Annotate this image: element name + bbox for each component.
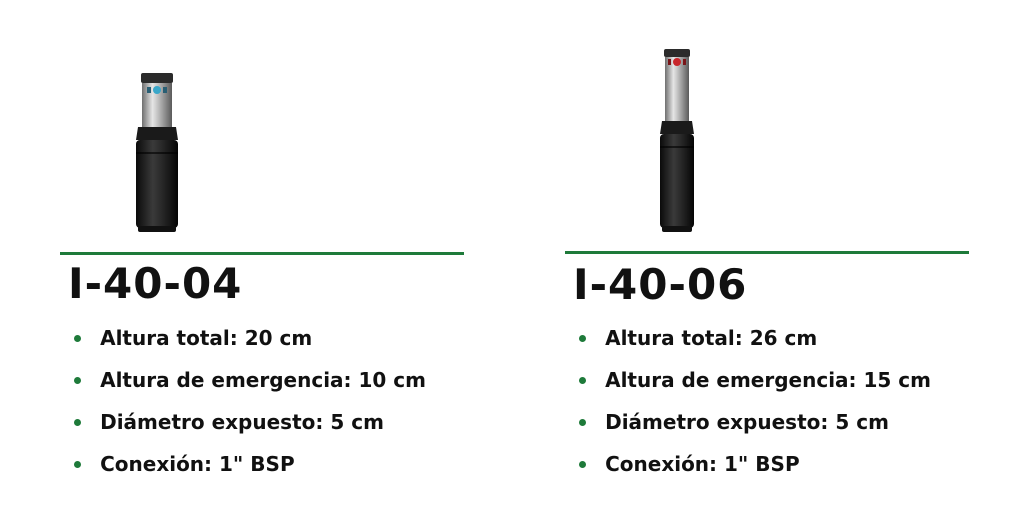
- dot-bullet-icon: [74, 377, 81, 384]
- product-card-i-40-04: I-40-04 Altura total: 20 cm Altura de em…: [60, 0, 464, 528]
- spec-text: Diámetro expuesto: 5 cm: [100, 410, 384, 434]
- spec-text: Diámetro expuesto: 5 cm: [605, 410, 889, 434]
- product-card-i-40-06: I-40-06 Altura total: 26 cm Altura de em…: [565, 0, 969, 528]
- nozzle-color-dot: [673, 58, 681, 66]
- spec-list: Altura total: 20 cm Altura de emergencia…: [74, 322, 426, 490]
- product-image-area: [565, 40, 969, 240]
- spec-text: Altura total: 26 cm: [605, 326, 818, 350]
- pop-up-sprinkler-icon: [660, 49, 694, 232]
- product-image-area: [60, 40, 464, 240]
- spec-text: Altura total: 20 cm: [100, 326, 313, 350]
- dot-bullet-icon: [579, 461, 586, 468]
- model-title: I-40-06: [573, 260, 748, 309]
- dot-bullet-icon: [74, 335, 81, 342]
- green-divider: [565, 251, 969, 254]
- spec-item: Altura total: 26 cm: [579, 322, 931, 364]
- green-divider: [60, 252, 464, 255]
- spec-item: Diámetro expuesto: 5 cm: [579, 406, 931, 448]
- spec-item: Altura de emergencia: 10 cm: [74, 364, 426, 406]
- spec-list: Altura total: 26 cm Altura de emergencia…: [579, 322, 931, 490]
- spec-text: Conexión: 1" BSP: [605, 452, 800, 476]
- spec-item: Altura total: 20 cm: [74, 322, 426, 364]
- spec-item: Conexión: 1" BSP: [74, 448, 426, 490]
- spec-text: Conexión: 1" BSP: [100, 452, 295, 476]
- pop-up-sprinkler-icon: [136, 73, 178, 232]
- dot-bullet-icon: [579, 377, 586, 384]
- spec-item: Conexión: 1" BSP: [579, 448, 931, 490]
- nozzle-color-dot: [153, 86, 161, 94]
- dot-bullet-icon: [74, 419, 81, 426]
- dot-bullet-icon: [74, 461, 81, 468]
- model-title: I-40-04: [68, 259, 243, 308]
- spec-text: Altura de emergencia: 10 cm: [100, 368, 427, 392]
- dot-bullet-icon: [579, 335, 586, 342]
- spec-text: Altura de emergencia: 15 cm: [605, 368, 932, 392]
- dot-bullet-icon: [579, 419, 586, 426]
- spec-item: Altura de emergencia: 15 cm: [579, 364, 931, 406]
- spec-item: Diámetro expuesto: 5 cm: [74, 406, 426, 448]
